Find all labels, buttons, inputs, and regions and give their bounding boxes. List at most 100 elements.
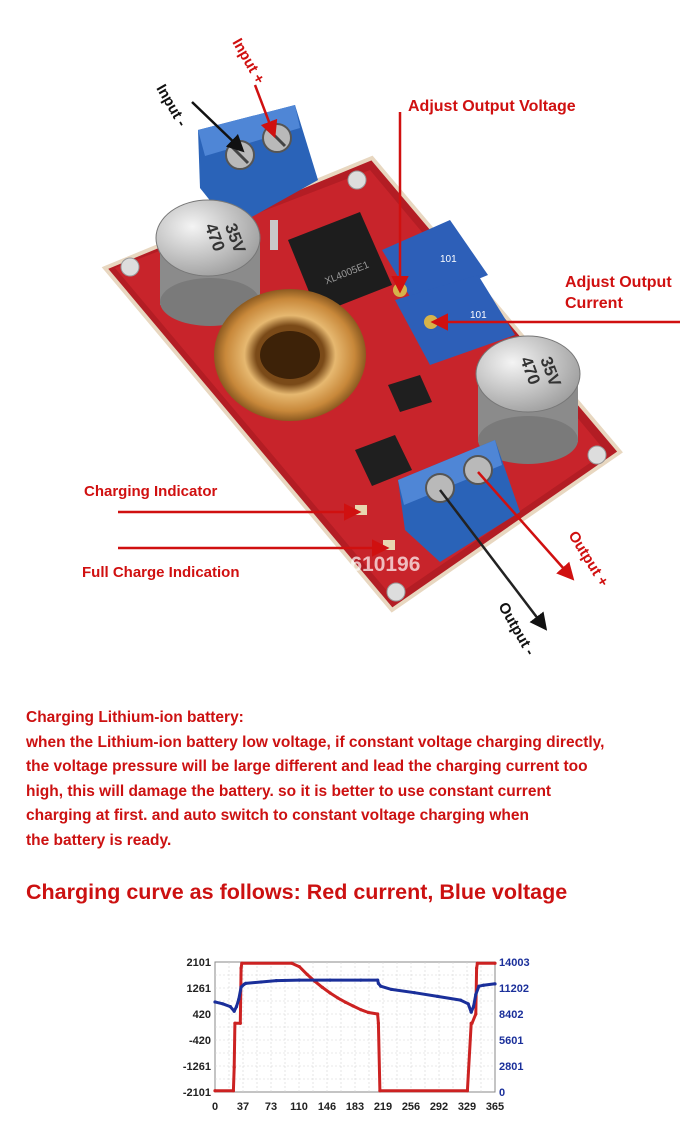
data-point-current	[320, 985, 324, 989]
y-left-tick-label: -1261	[183, 1061, 211, 1073]
watermark: Store No: 610196	[250, 553, 420, 576]
x-tick-label: 110	[290, 1101, 308, 1113]
data-point-current	[474, 1012, 478, 1016]
arrow-output-plus	[477, 471, 575, 581]
y-right-tick-label: 14003	[499, 957, 530, 969]
description-line: the voltage pressure will be large diffe…	[26, 758, 588, 775]
data-point-current	[240, 961, 244, 965]
data-point-current	[378, 1089, 382, 1093]
data-point-voltage	[259, 980, 263, 984]
data-point-current	[231, 1089, 236, 1093]
y-left-tick-label: 1261	[187, 983, 211, 995]
y-right-tick-label: 0	[499, 1087, 505, 1099]
data-point-current	[297, 965, 301, 969]
label-adjust-current-2: Current	[565, 295, 623, 312]
data-point-current	[305, 972, 309, 977]
data-point-current	[336, 996, 340, 1000]
data-point-voltage	[234, 1004, 239, 1009]
data-point-current	[465, 1089, 469, 1093]
data-point-voltage	[458, 998, 463, 1002]
data-point-voltage	[274, 978, 278, 983]
label-adjust-voltage: Adjust Output Voltage	[408, 98, 576, 115]
y-right-tick-label: 5601	[499, 1035, 523, 1047]
y-right-tick-label: 2801	[499, 1061, 523, 1073]
x-tick-label: 183	[346, 1101, 364, 1113]
label-full-charge: Full Charge Indication	[82, 564, 240, 581]
x-tick-label: 37	[237, 1101, 249, 1113]
data-point-current	[475, 961, 479, 965]
data-point-voltage	[232, 1009, 236, 1013]
data-point-voltage	[493, 982, 497, 986]
data-point-voltage	[379, 984, 383, 988]
label-adjust-current-1: Adjust Output	[565, 274, 672, 291]
main-ic: XL4005E1	[270, 212, 392, 314]
data-point-voltage	[297, 978, 301, 982]
x-tick-label: 0	[212, 1101, 218, 1113]
data-point-current	[366, 1010, 371, 1015]
arrow-output-minus	[439, 489, 548, 631]
data-point-current	[493, 961, 497, 965]
data-point-voltage	[469, 1010, 473, 1014]
data-point-current	[239, 966, 243, 970]
data-point-voltage	[376, 981, 380, 985]
series-line-voltage	[214, 978, 496, 1014]
data-point-current	[328, 991, 332, 995]
y-left-tick-label: 2101	[187, 957, 211, 969]
description-line: when the Lithium-ion battery low voltage…	[26, 733, 605, 751]
data-point-current	[351, 1004, 355, 1008]
data-point-voltage	[328, 978, 332, 982]
x-tick-label: 329	[458, 1101, 476, 1113]
label-output-plus: Output +	[565, 528, 612, 590]
data-point-voltage	[474, 992, 478, 997]
data-point-current	[376, 1012, 380, 1016]
description-line: the battery is ready.	[26, 831, 172, 849]
data-point-voltage	[239, 985, 243, 989]
data-point-current	[343, 1000, 348, 1004]
description-line: charging at first. and auto switch to co…	[26, 807, 529, 824]
y-right-tick-label: 8402	[499, 1009, 523, 1021]
x-tick-label: 292	[430, 1101, 448, 1113]
right-capacitor: 470 35V	[475, 335, 581, 464]
label-charging-indicator: Charging Indicator	[84, 483, 218, 500]
data-point-current	[290, 961, 294, 965]
y-left-tick-label: -420	[189, 1035, 211, 1047]
svg-text:101: 101	[470, 310, 487, 321]
data-point-current	[233, 1021, 237, 1025]
data-point-voltage	[221, 1002, 225, 1006]
x-tick-label: 73	[265, 1101, 277, 1113]
data-point-voltage	[376, 978, 380, 982]
data-point-voltage	[237, 997, 241, 1001]
x-tick-label: 256	[402, 1101, 420, 1113]
arrow-input-minus	[191, 101, 245, 153]
data-point-voltage	[213, 1000, 217, 1004]
y-left-tick-label: -2101	[183, 1087, 211, 1099]
data-point-voltage	[481, 983, 486, 987]
x-tick-label: 219	[374, 1101, 392, 1113]
data-point-current	[232, 1065, 236, 1069]
label-input-minus: Input -	[153, 82, 191, 130]
y-right-tick-label: 11202	[499, 983, 529, 995]
inductor-coil	[214, 289, 366, 421]
product-photo: XL4005E1 470 35V 101 101 470 35V	[82, 36, 680, 659]
data-point-voltage	[389, 987, 394, 992]
data-point-voltage	[412, 991, 417, 995]
chart-heading: Charging curve as follows: Red current, …	[26, 880, 568, 904]
data-point-current	[359, 1008, 363, 1012]
output-terminal-block	[398, 440, 520, 562]
x-tick-label: 365	[486, 1101, 504, 1113]
small-chips	[355, 375, 432, 486]
svg-text:101: 101	[440, 254, 457, 265]
data-point-voltage	[435, 994, 440, 998]
data-point-current	[238, 1021, 242, 1025]
description: Charging Lithium-ion battery: when the L…	[26, 706, 696, 853]
arrow-input-plus	[253, 84, 278, 139]
description-line: Charging Lithium-ion battery:	[26, 709, 244, 726]
label-input-plus: Input +	[229, 36, 269, 88]
data-point-current	[376, 1021, 380, 1025]
x-tick-label: 146	[318, 1101, 336, 1113]
data-point-voltage	[244, 981, 248, 985]
data-point-voltage	[466, 1002, 470, 1006]
data-point-current	[470, 1021, 474, 1025]
data-point-voltage	[359, 978, 363, 982]
